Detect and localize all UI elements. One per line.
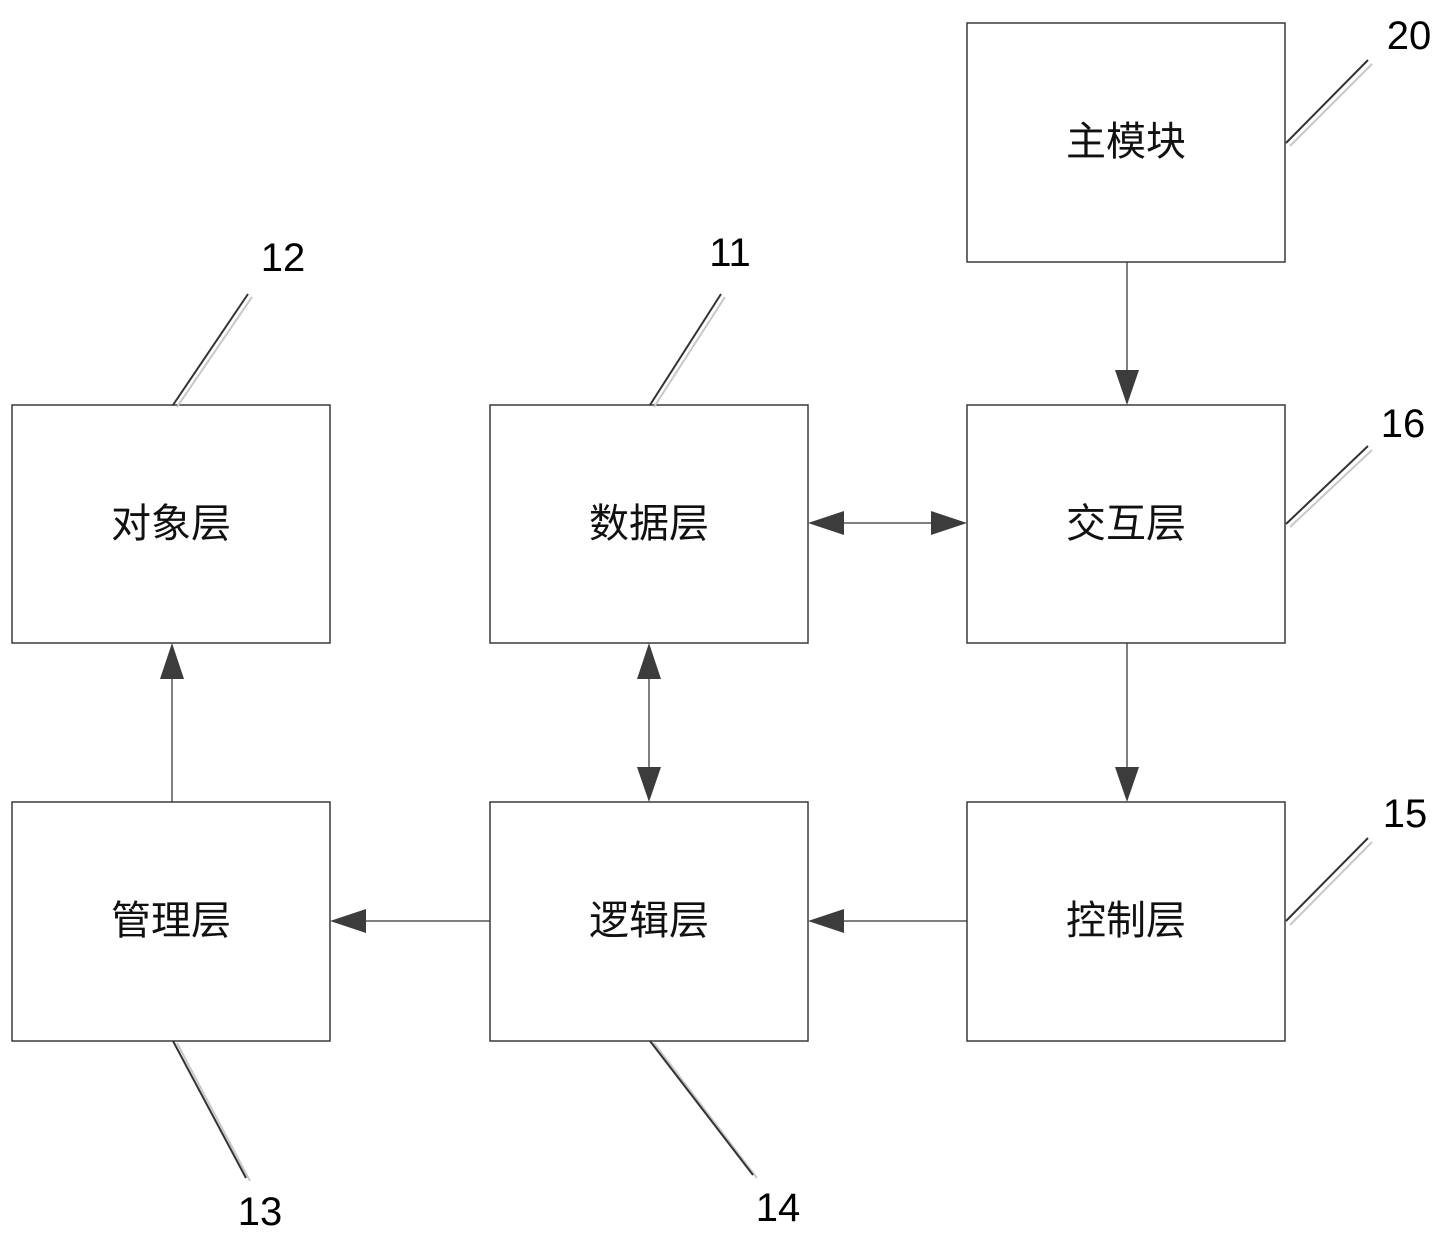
arrowhead-into-logic-top [637,767,661,802]
interaction-layer-label: 交互层 [1066,501,1186,547]
ref-numeral-12: 12 [261,236,306,280]
leader-line-14 [649,1040,754,1176]
interaction-layer-box: 交互层 [966,404,1286,644]
arrowhead-into-object [160,643,184,679]
leader-line-16 [1285,445,1369,525]
ref-numeral-16: 16 [1381,402,1426,446]
leader-line-11 [649,293,722,406]
leader-line-12 [172,293,249,406]
ref-numeral-14: 14 [756,1186,801,1230]
control-layer-box: 控制层 [966,801,1286,1042]
data-layer-box: 数据层 [489,404,809,644]
leader-line-20 [1285,59,1369,144]
management-layer-box: 管理层 [11,801,331,1042]
ref-numeral-20: 20 [1387,14,1432,58]
object-layer-label: 对象层 [111,501,231,547]
data-layer-label: 数据层 [589,501,709,547]
arrowhead-into-interaction [1115,370,1139,405]
arrowhead-into-management [330,909,366,933]
arrowhead-into-logic [808,909,844,933]
arrowhead-into-data-bottom [637,643,661,679]
ref-numeral-15: 15 [1383,792,1428,836]
ref-numeral-11: 11 [709,231,751,275]
arrowhead-into-interaction-left [931,511,967,535]
leader-lines [172,59,1373,1182]
object-layer-box: 对象层 [11,404,331,644]
ref-numeral-13: 13 [238,1190,283,1234]
leader-line-13 [172,1040,247,1179]
arrowhead-into-control [1115,767,1139,802]
main-module-box: 主模块 [966,22,1286,263]
leader-line-15 [1285,837,1369,922]
main-module-label: 主模块 [1066,119,1186,165]
logic-layer-box: 逻辑层 [489,801,809,1042]
reference-numerals: 20 12 11 16 15 13 14 [238,14,1432,1234]
control-layer-label: 控制层 [1066,898,1186,944]
management-layer-label: 管理层 [111,898,231,944]
connectors [160,262,1139,933]
logic-layer-label: 逻辑层 [589,898,709,944]
arrowhead-into-data [808,511,844,535]
